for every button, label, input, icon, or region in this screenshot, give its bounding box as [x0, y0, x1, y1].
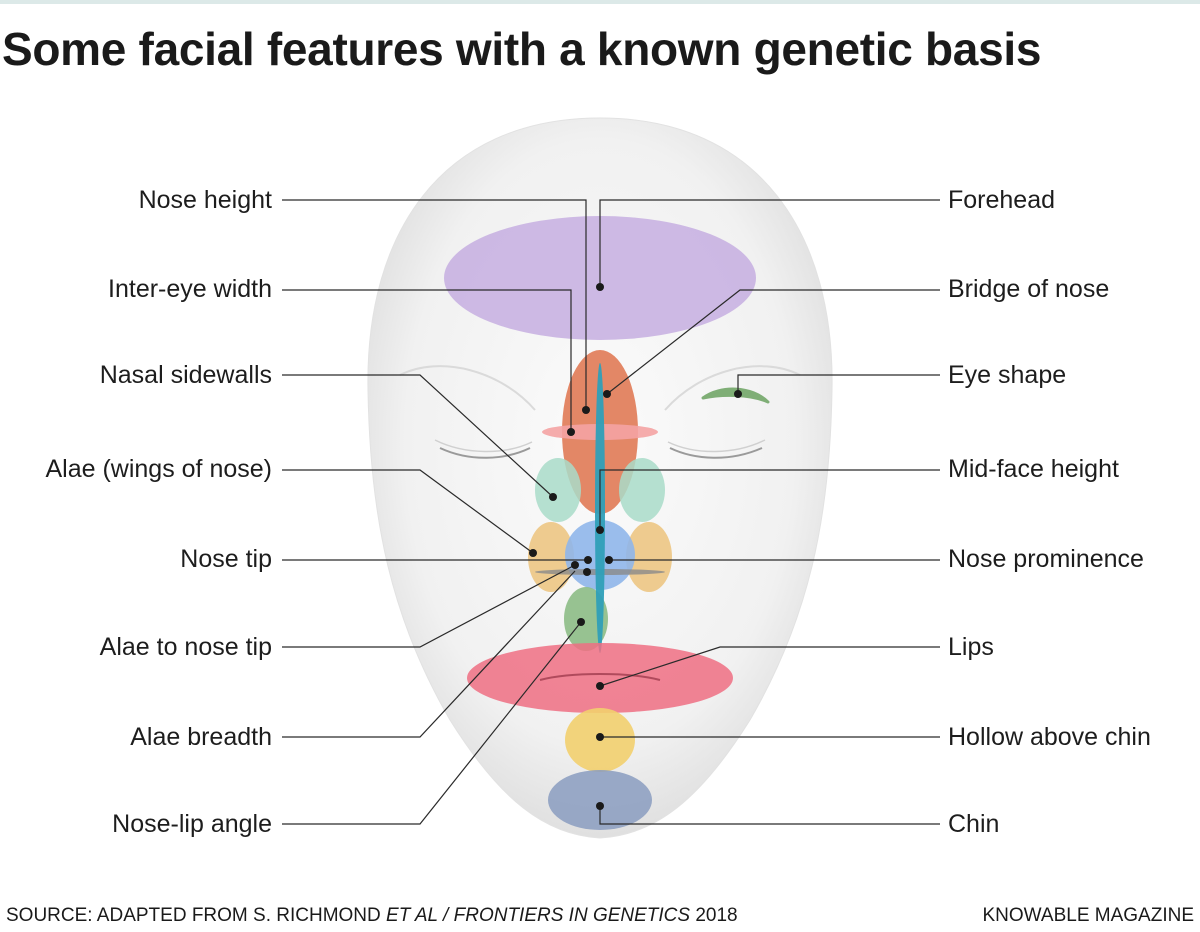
source-year: 2018 — [690, 905, 738, 926]
label-nose-prominence: Nose prominence — [948, 545, 1144, 573]
label-alae-wings: Alae (wings of nose) — [45, 455, 272, 483]
label-alae-breadth: Alae breadth — [130, 723, 272, 751]
lips-region — [467, 643, 733, 713]
right-eye — [664, 365, 801, 459]
label-nasal-sidewalls: Nasal sidewalls — [100, 361, 272, 389]
source-prefix: SOURCE: ADAPTED FROM S. RICHMOND — [6, 905, 387, 926]
label-chin: Chin — [948, 810, 999, 838]
leader-dots — [529, 283, 742, 810]
label-forehead: Forehead — [948, 186, 1055, 214]
mouth-line — [539, 673, 661, 681]
label-nose-height: Nose height — [139, 186, 272, 214]
page-title: Some facial features with a known geneti… — [2, 23, 1042, 75]
sidewall-right — [619, 458, 665, 522]
label-nose-tip: Nose tip — [180, 545, 272, 573]
ala-right — [626, 522, 672, 592]
label-hollow-above-chin: Hollow above chin — [948, 723, 1151, 751]
label-alae-to-nose-tip: Alae to nose tip — [100, 633, 272, 661]
ala-left — [528, 522, 574, 592]
label-inter-eye-width: Inter-eye width — [108, 275, 272, 303]
left-eye — [399, 365, 536, 459]
label-nose-lip-angle: Nose-lip angle — [112, 810, 272, 838]
top-rule — [0, 0, 1200, 4]
chin-region — [548, 770, 652, 830]
publisher-credit: KNOWABLE MAGAZINE — [982, 905, 1195, 926]
source-authors: ET AL / FRONTIERS IN GENETICS — [386, 905, 691, 926]
sidewall-left — [535, 458, 581, 522]
leader-lines — [282, 199, 940, 825]
source-credit: SOURCE: ADAPTED FROM S. RICHMOND ET AL /… — [6, 905, 738, 927]
label-eye-shape: Eye shape — [948, 361, 1066, 389]
label-lips: Lips — [948, 633, 994, 661]
label-mid-face-height: Mid-face height — [948, 455, 1119, 483]
label-bridge-of-nose: Bridge of nose — [948, 275, 1109, 303]
eye-shape-region — [701, 387, 770, 404]
